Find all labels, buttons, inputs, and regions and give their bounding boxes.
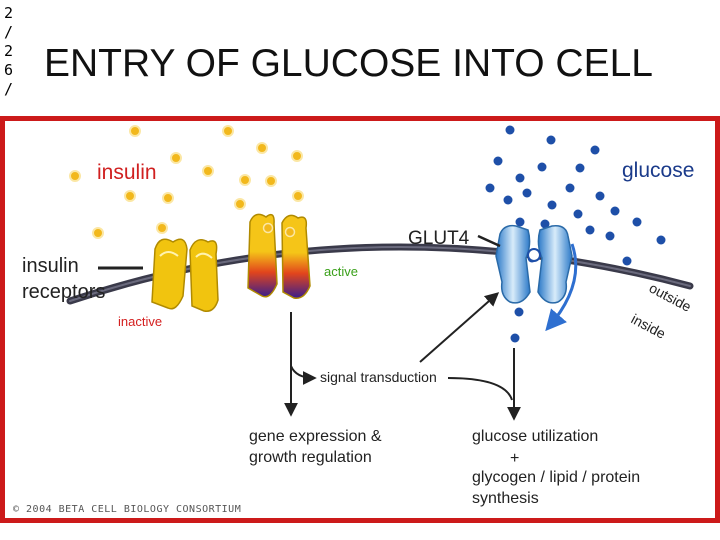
- insulin-receptors-label-line2: receptors: [22, 281, 105, 303]
- date-stamp: 2 / 2 6 /: [4, 4, 18, 99]
- glycogen-label-line1: glycogen / lipid / protein: [472, 469, 640, 486]
- date-char: 6: [4, 61, 14, 79]
- signal-arrows: [284, 292, 521, 421]
- insulin-molecules: [69, 125, 304, 239]
- active-insulin-receptor: [247, 213, 311, 299]
- glycogen-label-line2: synthesis: [472, 490, 539, 507]
- inactive-label: inactive: [118, 314, 162, 329]
- glut4-pointer-line: [477, 234, 501, 248]
- glucose-utilization-label: glucose utilization: [472, 428, 598, 445]
- copyright-label: © 2004 BETA CELL BIOLOGY CONSORTIUM: [13, 504, 241, 515]
- date-char: 2: [4, 4, 14, 22]
- glucose-label: glucose: [622, 159, 694, 182]
- glucose-entry-arrow: [545, 243, 578, 332]
- glut4-label: GLUT4: [408, 228, 470, 249]
- active-label: active: [324, 264, 358, 279]
- slide-title: ENTRY OF GLUCOSE INTO CELL: [44, 42, 653, 85]
- date-char: /: [4, 23, 14, 41]
- gene-expression-label-line2: growth regulation: [249, 449, 372, 466]
- date-char: /: [4, 80, 14, 98]
- figure-border: [0, 116, 720, 523]
- insulin-label: insulin: [97, 161, 157, 184]
- glut4-transporter: [495, 224, 573, 304]
- diagram-canvas: insulin glucose GLUT4 insulin receptors …: [0, 116, 720, 523]
- date-char: 2: [4, 42, 14, 60]
- glucose-molecules: [485, 125, 666, 343]
- plus-label: +: [510, 450, 519, 467]
- signal-transduction-label: signal transduction: [320, 369, 437, 385]
- inactive-insulin-receptor: [151, 238, 219, 313]
- diagram-figure: insulin glucose GLUT4 insulin receptors …: [0, 116, 720, 523]
- insulin-receptors-label-line1: insulin: [22, 255, 79, 277]
- gene-expression-label-line1: gene expression &: [249, 428, 382, 445]
